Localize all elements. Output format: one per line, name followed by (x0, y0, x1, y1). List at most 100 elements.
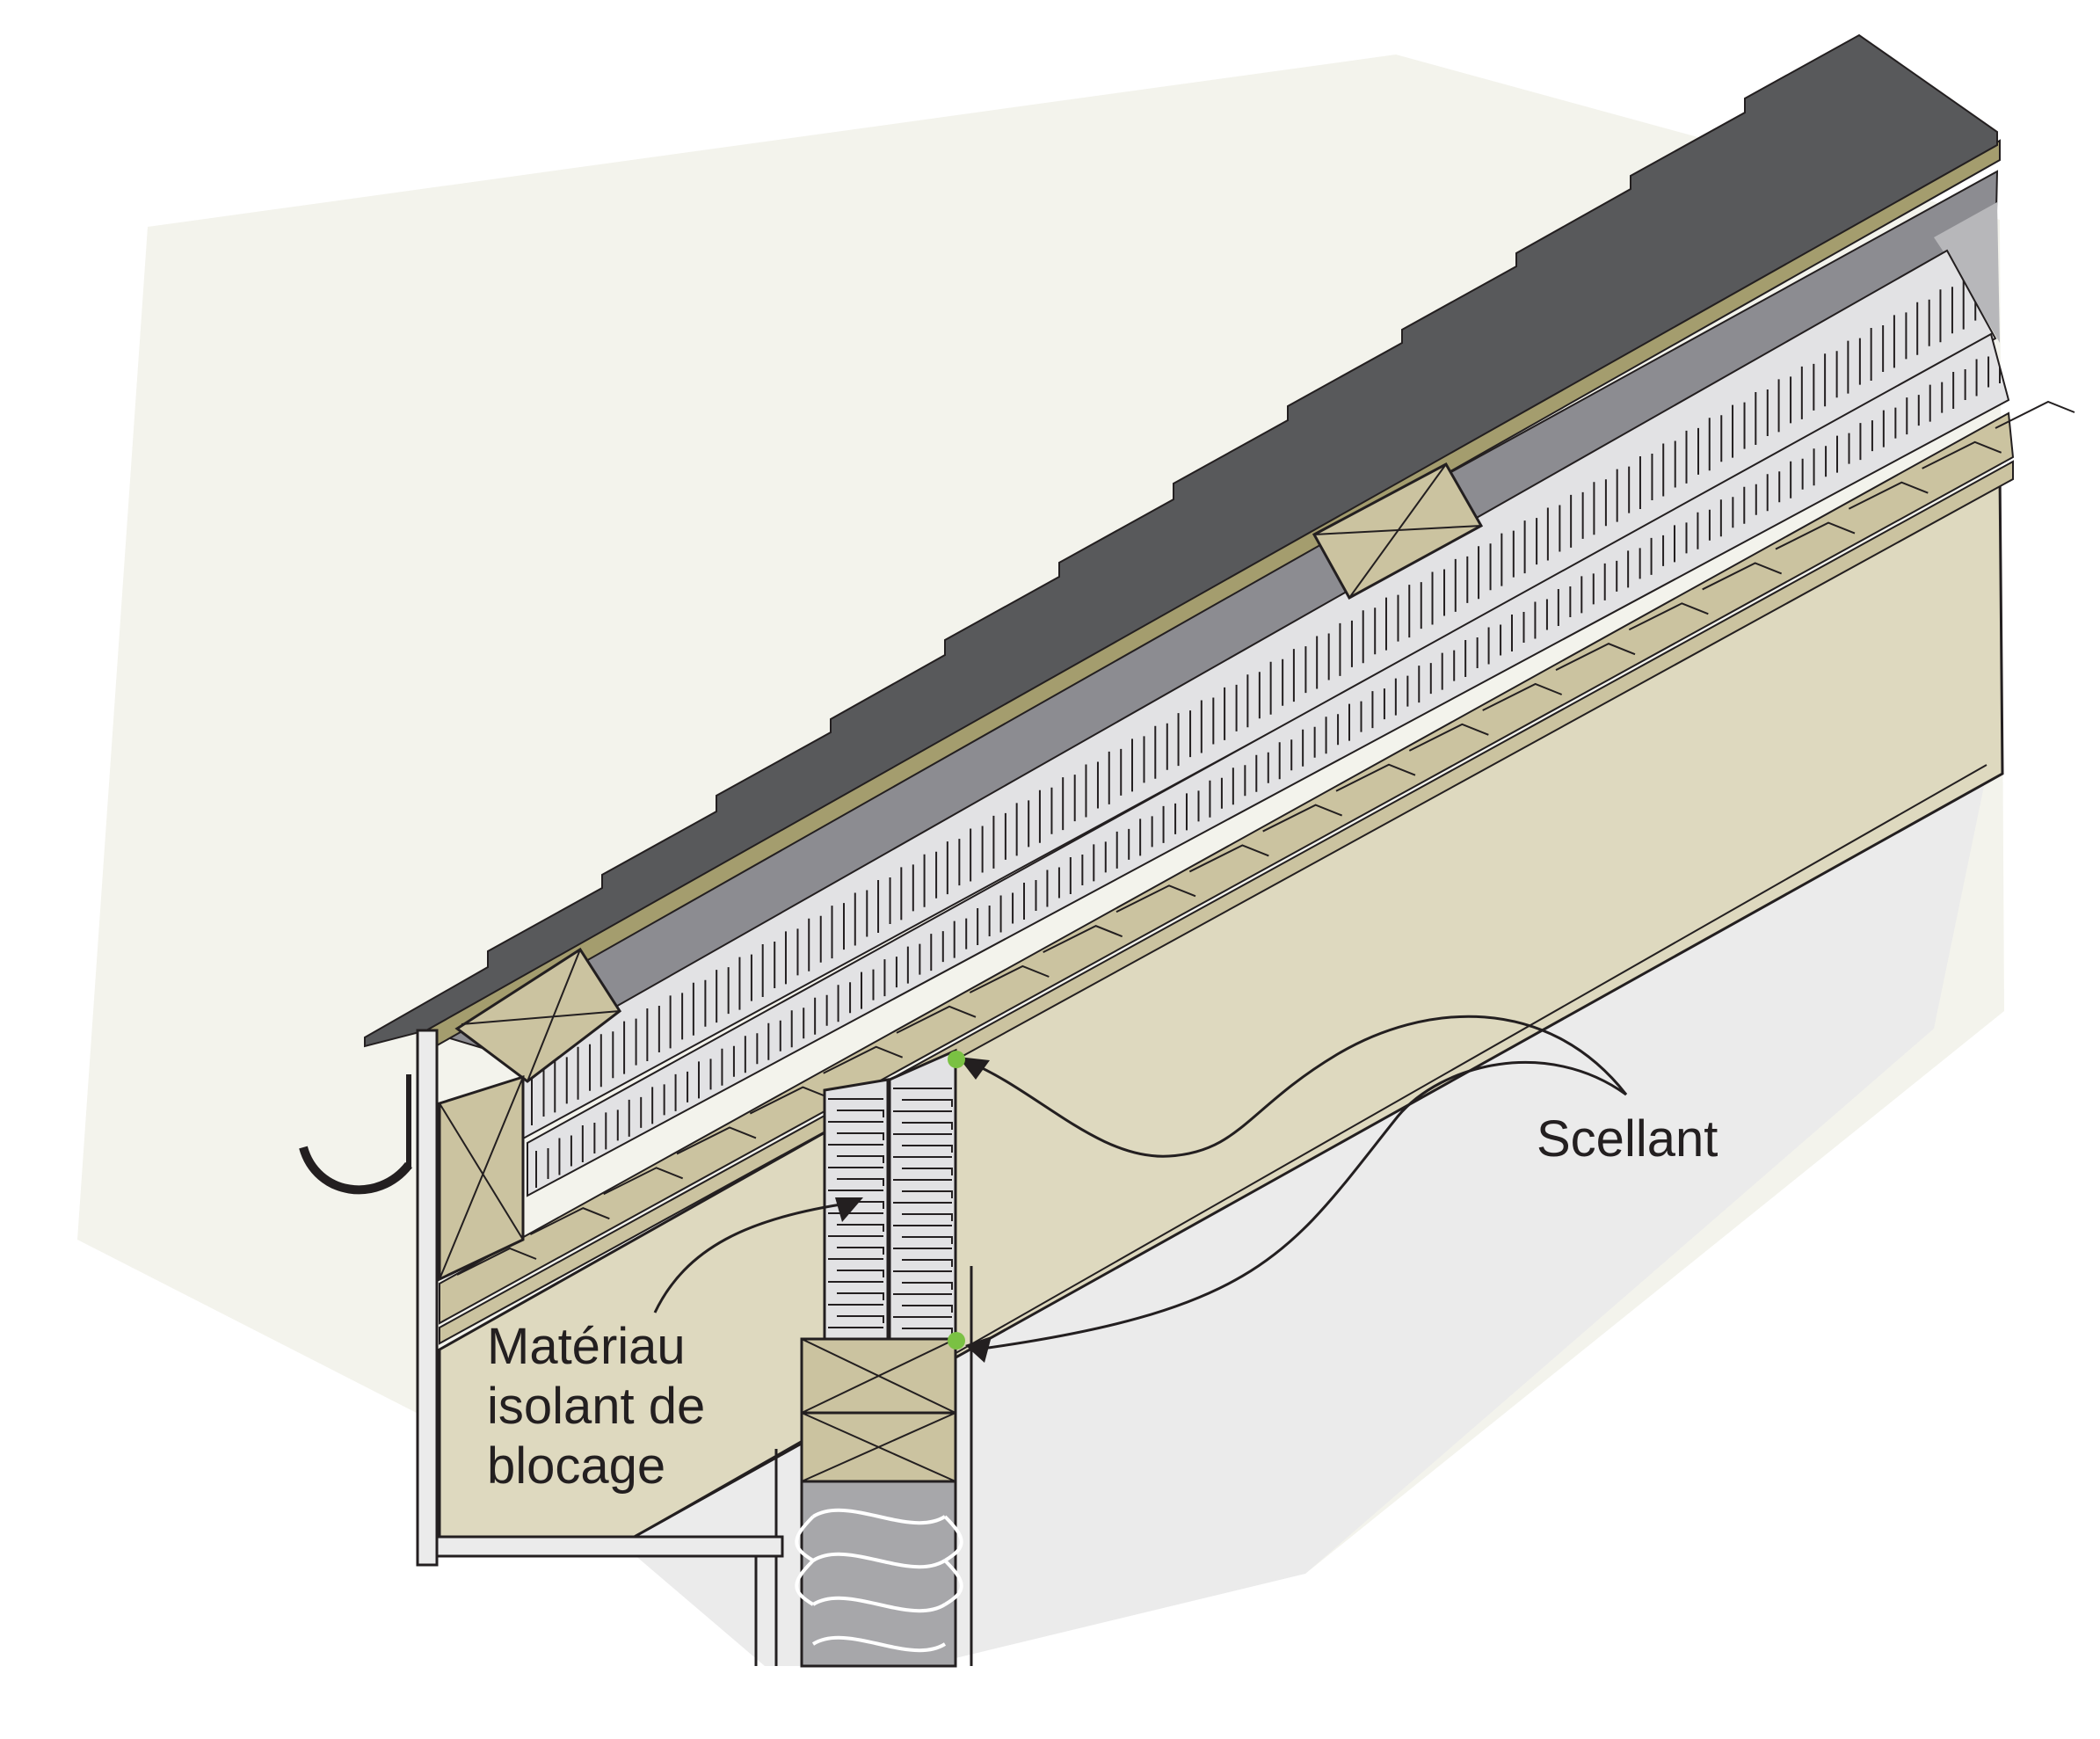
insulation-texture-mark (831, 903, 846, 959)
insulation-texture-mark (1662, 440, 1676, 497)
arrowhead-sealant-bottom (965, 1336, 992, 1363)
strapping-mark (1628, 602, 1709, 631)
insulation-texture-mark (1292, 646, 1307, 702)
insulation-texture-mark (1015, 800, 1030, 856)
insulation-texture-mark (1593, 479, 1607, 535)
insulation-texture-mark (1209, 777, 1223, 818)
sealant-dot-bottom (948, 1332, 965, 1350)
insulation-texture-mark (1697, 509, 1711, 549)
insulation-texture-mark (900, 864, 914, 920)
insulation-texture-mark (790, 1008, 805, 1048)
blocking-texture-mark (828, 1144, 884, 1163)
sealant-dot-top (948, 1051, 965, 1068)
insulation-texture-mark (1534, 599, 1548, 639)
insulation-texture-mark (814, 994, 828, 1035)
insulation-texture-mark (577, 1044, 592, 1100)
insulation-texture-mark (535, 1148, 549, 1188)
blocking-texture-mark (893, 1293, 953, 1313)
insulation-texture-mark (861, 969, 875, 1009)
insulation-texture-mark (1893, 312, 1907, 368)
insulation-texture-mark (1824, 351, 1838, 407)
insulation-texture-mark (1501, 530, 1515, 586)
leader-sealant-top (968, 1015, 1628, 1158)
insulation-texture-mark (1348, 701, 1362, 741)
insulation-texture-mark (1139, 816, 1153, 856)
insulation-texture-mark (1557, 586, 1572, 626)
blocking-texture-mark (828, 1235, 884, 1255)
strapping-mark (1262, 804, 1343, 833)
roof-shingles (364, 33, 1998, 1048)
insulation-texture-mark (646, 1005, 660, 1061)
insulation-texture-mark (977, 906, 991, 946)
insulation-texture-mark (1418, 663, 1432, 703)
strapping-mark (1188, 844, 1269, 873)
insulation-texture-mark (623, 1018, 637, 1074)
insulation-texture-mark (1939, 287, 1953, 343)
insulation-texture-mark (716, 967, 730, 1023)
insulation-texture-mark (531, 1070, 545, 1125)
insulation-texture-mark (581, 1122, 596, 1162)
insulation-texture-mark (1093, 841, 1107, 882)
blocking-label-line2: isolant de (487, 1378, 706, 1435)
insulation-texture-mark (744, 1033, 759, 1073)
insulation-texture-mark (1777, 376, 1792, 433)
insulation-texture-mark (1929, 382, 1944, 422)
insulation-texture-mark (628, 1096, 643, 1137)
eave-blocking (438, 947, 622, 1282)
insulation-texture-mark (1371, 688, 1385, 729)
insulation-texture-mark (1836, 433, 1850, 473)
strapping-mark (823, 1045, 904, 1074)
strapping-mark (1922, 440, 2002, 469)
insulation-texture-mark (1038, 787, 1053, 843)
insulation-texture-mark (1302, 726, 1316, 767)
strapping-mark (529, 1207, 610, 1236)
strapping-mark (1555, 643, 1636, 672)
insulation-texture-mark (1685, 427, 1699, 484)
insulation-texture-mark (767, 1020, 781, 1060)
insulation-texture-mark (1062, 775, 1076, 831)
insulation-texture-mark (906, 943, 921, 984)
insulation-texture-mark (1523, 518, 1538, 574)
membrane-light-edge (1934, 202, 2000, 343)
insulation-texture-mark (1246, 672, 1261, 728)
insulation-texture-mark (554, 1057, 568, 1113)
blocking-texture-mark (828, 1167, 884, 1186)
insulation-texture-mark (1441, 650, 1456, 690)
insulation-texture-mark (1464, 637, 1479, 678)
insulation-texture-mark (1859, 420, 1873, 461)
insulation-texture-mark (738, 954, 752, 1010)
insulation-texture-mark (1394, 675, 1409, 716)
insulation-texture-mark (1115, 828, 1130, 869)
insulation-texture-mark (1906, 395, 1920, 435)
insulation-texture-mark (1639, 454, 1653, 510)
blocking-texture-mark (893, 1179, 953, 1198)
insulation-texture-mark (599, 1031, 614, 1088)
insulation-texture-mark (721, 1045, 735, 1086)
insulation-texture-mark (1580, 573, 1595, 614)
sealant-label: Scellant (1537, 1110, 1719, 1168)
insulation-texture-mark (854, 890, 868, 946)
insulation-texture-mark (1269, 658, 1284, 715)
strapping-mark (676, 1126, 757, 1155)
insulation-texture-mark (1454, 556, 1469, 612)
insulation-texture-mark (1162, 803, 1177, 843)
insulation-texture-mark (930, 931, 944, 971)
insulation-texture-mark (1487, 624, 1502, 665)
insulation-texture-mark (1546, 505, 1561, 561)
strapping-mark (1408, 723, 1489, 752)
blocking-insulation-label: Matériau isolant de blocage (487, 1317, 705, 1496)
insulation-texture-mark (992, 812, 1006, 869)
blocking-texture-mark (893, 1248, 953, 1267)
blocking-texture-mark (828, 1304, 884, 1323)
insulation-texture-mark (1743, 484, 1757, 524)
arrowhead-blocking (835, 1197, 863, 1222)
blocking-texture-mark (828, 1212, 884, 1232)
insulation-texture-mark (1200, 697, 1215, 753)
insulation-texture-mark (1813, 446, 1828, 486)
insulation-texture-mark (1069, 854, 1084, 894)
insulation-texture-mark (1603, 560, 1618, 600)
insulation-texture-mark (1255, 752, 1269, 792)
insulation-texture-mark (1325, 714, 1340, 754)
insulation-texture-mark (1650, 535, 1665, 575)
